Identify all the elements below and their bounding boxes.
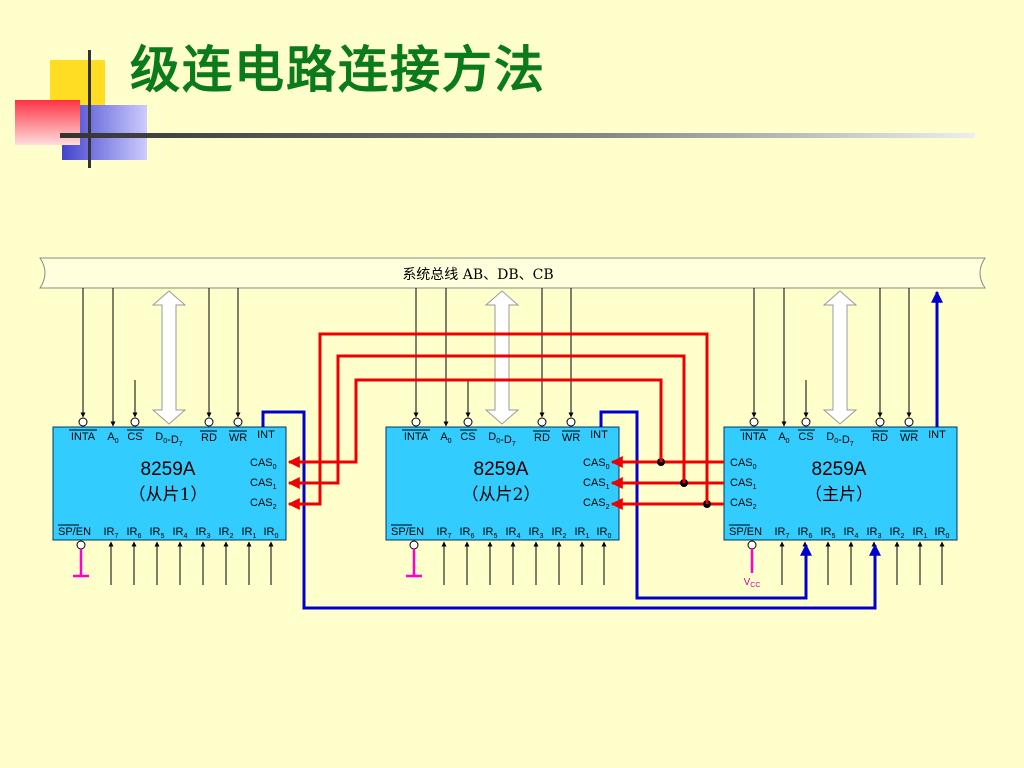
pin-ir1-label: IR1	[242, 526, 257, 540]
pin-ir5-label: IR5	[821, 526, 836, 540]
pin-ir6-label: IR6	[460, 526, 475, 540]
chip-role: （主片）	[805, 485, 873, 505]
pin-circle	[233, 417, 243, 427]
pin-ir3-label: IR3	[867, 526, 882, 540]
pin-circle	[78, 417, 88, 427]
chip-8259a-3: INTA A0 CS D0-D7 RD WR INT 8259A （主片） CAS0CAS1CAS…	[723, 288, 958, 589]
sp-en-pin-circle	[409, 540, 419, 550]
pin-ir4-label: IR4	[173, 526, 188, 540]
chip-role: （从片1）	[129, 485, 208, 505]
pin-ir7-label: IR7	[437, 526, 452, 540]
pin-inta-label: INTA	[71, 431, 96, 443]
pin-ir3-label: IR3	[529, 526, 544, 540]
pin-cas0-label: CAS0	[250, 457, 277, 471]
pin-cas2-label: CAS2	[730, 497, 757, 511]
pin-wr-label: WR	[229, 432, 247, 444]
slave1-int-wire	[261, 410, 881, 610]
pin-sp-en-label: SP/EN	[391, 526, 424, 538]
pin-cas2-label: CAS2	[583, 497, 610, 511]
chip-name: 8259A	[141, 459, 196, 480]
pin-a0-label: A0	[440, 431, 451, 445]
pin-ir3-label: IR3	[196, 526, 211, 540]
pin-cas1-label: CAS1	[730, 477, 757, 491]
sp-en-pin-circle	[76, 540, 86, 550]
pin-circle	[463, 417, 473, 427]
pin-ir7-label: IR7	[104, 526, 119, 540]
pin-ir0-label: IR0	[935, 526, 950, 540]
cas-loop-to-slave1	[287, 378, 663, 468]
pin-sp-en-label: SP/EN	[58, 526, 91, 538]
pin-circle	[130, 417, 140, 427]
pin-rd-label: RD	[534, 432, 550, 444]
pin-cas1-label: CAS1	[250, 477, 277, 491]
pin-cs-label: CS	[127, 431, 142, 443]
pin-a0-label: A0	[107, 431, 118, 445]
pin-cas0-label: CAS0	[730, 457, 757, 471]
bus-label: 系统总线 AB、DB、CB	[402, 267, 553, 283]
pin-ir4-label: IR4	[506, 526, 521, 540]
data-bus-arrow	[822, 290, 858, 425]
pin-ir2-label: IR2	[890, 526, 905, 540]
deco-vertical-bar	[88, 50, 91, 168]
pin-ir0-label: IR0	[264, 526, 279, 540]
chip-name: 8259A	[812, 459, 867, 480]
ground-symbol	[406, 549, 422, 578]
pin-sp-en-label: SP/EN	[729, 526, 762, 538]
page-title: 级连电路连接方法	[130, 40, 546, 99]
pin-cas2-label: CAS2	[250, 497, 277, 511]
pin-d0-d7-label: D0-D7	[155, 431, 183, 448]
system-bus: 系统总线 AB、DB、CB	[39, 257, 986, 289]
pin-ir2-label: IR2	[219, 526, 234, 540]
pin-rd-label: RD	[872, 432, 888, 444]
pin-int-label: INT	[928, 429, 946, 441]
pin-ir5-label: IR5	[150, 526, 165, 540]
pin-circle	[566, 417, 576, 427]
pin-circle	[875, 417, 885, 427]
pin-inta-label: INTA	[742, 431, 767, 443]
chip-8259a-1: INTA A0 CS D0-D7 RD WR INT 8259A （从片1） CAS0CAS1CA…	[52, 288, 287, 585]
pin-ir4-label: IR4	[844, 526, 859, 540]
pin-circle	[801, 417, 811, 427]
pin-cs-label: CS	[798, 431, 813, 443]
pin-circle	[411, 417, 421, 427]
pin-ir5-label: IR5	[483, 526, 498, 540]
sp-en-pin-circle	[747, 540, 757, 550]
title-underline	[60, 133, 975, 138]
vcc-label: VCC	[744, 577, 761, 589]
pin-ir6-label: IR6	[798, 526, 813, 540]
cas-loop-to-slave1	[287, 332, 709, 510]
pin-cas1-label: CAS1	[583, 477, 610, 491]
pin-cs-label: CS	[460, 431, 475, 443]
pin-circle	[904, 417, 914, 427]
pin-int-label: INT	[590, 429, 608, 441]
pin-circle	[749, 417, 759, 427]
pin-ir1-label: IR1	[575, 526, 590, 540]
pin-ir7-label: IR7	[775, 526, 790, 540]
pin-ir0-label: IR0	[597, 526, 612, 540]
pin-rd-label: RD	[201, 432, 217, 444]
chip-name: 8259A	[474, 459, 529, 480]
pin-d0-d7-label: D0-D7	[488, 431, 516, 448]
cas-loop-to-slave1	[287, 354, 686, 489]
chip-body	[385, 426, 620, 541]
data-bus-arrow	[151, 290, 187, 425]
pin-ir6-label: IR6	[127, 526, 142, 540]
pin-inta-label: INTA	[404, 431, 429, 443]
pin-wr-label: WR	[562, 432, 580, 444]
pin-cas0-label: CAS0	[583, 457, 610, 471]
chip-body	[723, 426, 958, 541]
pin-ir1-label: IR1	[913, 526, 928, 540]
pin-circle	[204, 417, 214, 427]
pin-int-label: INT	[257, 429, 275, 441]
pin-circle	[537, 417, 547, 427]
chip-body	[52, 426, 287, 541]
chip-role: （从片2）	[462, 485, 541, 505]
pin-d0-d7-label: D0-D7	[826, 431, 854, 448]
pin-wr-label: WR	[900, 432, 918, 444]
ground-symbol	[73, 549, 89, 578]
pin-a0-label: A0	[778, 431, 789, 445]
pin-ir2-label: IR2	[552, 526, 567, 540]
